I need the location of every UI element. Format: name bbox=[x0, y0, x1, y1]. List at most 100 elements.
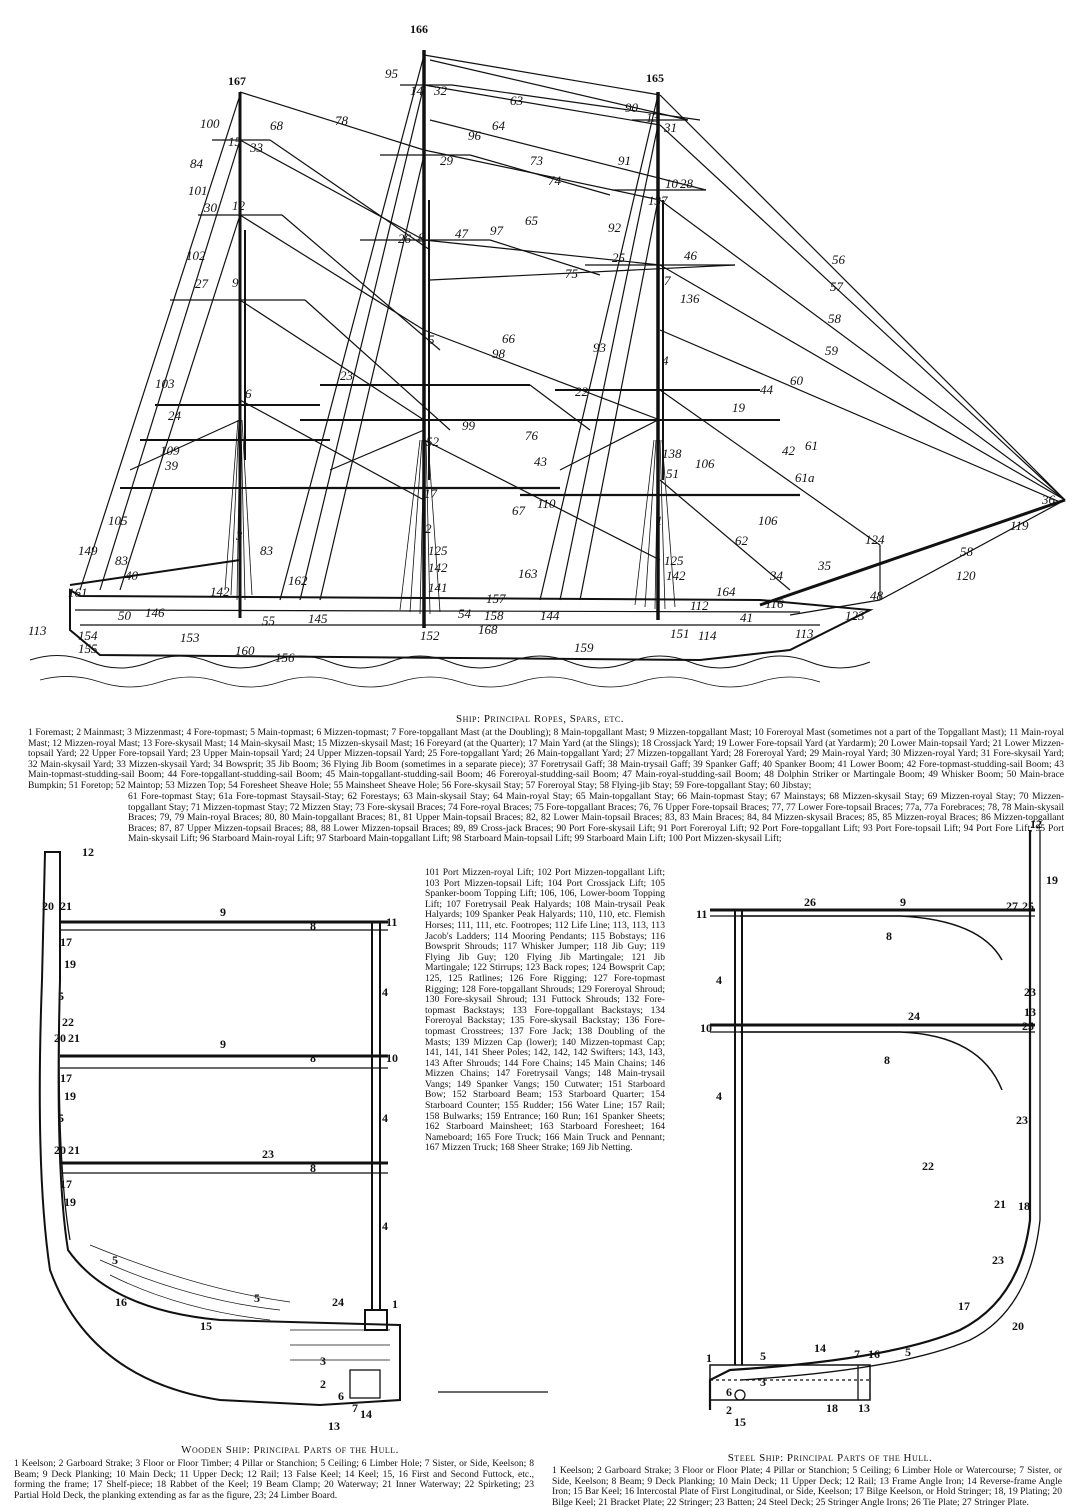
diagram-label: 21 bbox=[994, 1197, 1006, 1211]
label: 50 bbox=[118, 608, 132, 623]
label: 113 bbox=[795, 626, 814, 641]
label: 2 bbox=[425, 521, 432, 536]
diagram-label: 5 bbox=[254, 1291, 260, 1305]
diagram-label: 17 bbox=[958, 1299, 970, 1313]
label: 46 bbox=[684, 248, 698, 263]
label: 114 bbox=[698, 628, 717, 643]
label: 84 bbox=[190, 156, 204, 171]
label: 73 bbox=[530, 153, 544, 168]
diagram-label: 8 bbox=[886, 929, 892, 943]
diagram-label: 25 bbox=[1022, 1019, 1034, 1033]
label: 141 bbox=[428, 580, 448, 595]
diagram-label: 1 bbox=[706, 1351, 712, 1365]
label: 52 bbox=[426, 434, 440, 449]
diagram-label: 2 bbox=[726, 1403, 732, 1417]
diagram-label: 8 bbox=[310, 1161, 316, 1175]
label: 56 bbox=[832, 252, 846, 267]
label: 9 bbox=[232, 275, 239, 290]
ship-rigging-diagram: 167 166 165 100 68 15 33 84 101 30 12 10… bbox=[28, 22, 1066, 688]
label: 55 bbox=[262, 613, 276, 628]
label: 14 bbox=[410, 83, 424, 98]
label: 30 bbox=[203, 200, 218, 215]
diagram-label: 17 bbox=[60, 935, 72, 949]
diagram-label: 14 bbox=[814, 1341, 826, 1355]
label: 113 bbox=[28, 623, 47, 638]
label: 54 bbox=[458, 606, 472, 621]
diagram-label: 14 bbox=[360, 1407, 372, 1421]
label: 105 bbox=[108, 513, 128, 528]
label: 155 bbox=[78, 641, 98, 656]
label: 160 bbox=[235, 643, 255, 658]
diagram-label: 8 bbox=[310, 919, 316, 933]
water-line bbox=[29, 655, 871, 669]
label: 165 bbox=[646, 71, 664, 85]
label: 26 bbox=[398, 231, 412, 246]
label: 63 bbox=[510, 93, 524, 108]
diagram-label: 24 bbox=[332, 1295, 344, 1309]
label: 83 bbox=[260, 543, 274, 558]
label: 124 bbox=[865, 532, 885, 547]
diagram-label: 21 bbox=[68, 1031, 80, 1045]
label: 60 bbox=[790, 373, 804, 388]
label: 153 bbox=[180, 630, 200, 645]
label: 151 bbox=[670, 626, 690, 641]
diagram-label: 15 bbox=[734, 1415, 746, 1429]
label: 47 bbox=[455, 226, 469, 241]
label: 123 bbox=[845, 608, 865, 623]
diagram-label: 26 bbox=[804, 895, 816, 909]
diagram-label: 20 bbox=[54, 1031, 66, 1045]
label: 43 bbox=[534, 454, 548, 469]
label: 97 bbox=[490, 223, 504, 238]
label: 41 bbox=[740, 610, 753, 625]
label: 40 bbox=[125, 568, 139, 583]
label: 13 bbox=[646, 110, 660, 125]
label: 152 bbox=[420, 628, 440, 643]
label: 106 bbox=[758, 513, 778, 528]
diagram-label: 24 bbox=[908, 1009, 920, 1023]
diagram-label: 8 bbox=[310, 1051, 316, 1065]
diagram-label: 17 bbox=[60, 1071, 72, 1085]
label: 142 bbox=[666, 568, 686, 583]
label: 58 bbox=[960, 544, 974, 559]
label: 168 bbox=[478, 622, 498, 637]
label: 31 bbox=[663, 120, 677, 135]
diagram-label: 23 bbox=[1016, 1113, 1028, 1127]
label: 154 bbox=[78, 628, 98, 643]
label: 48 bbox=[870, 588, 884, 603]
label: 96 bbox=[468, 128, 482, 143]
diagram-label: 7 bbox=[854, 1347, 860, 1361]
diagram-label: 20 bbox=[1012, 1319, 1024, 1333]
label: 144 bbox=[540, 608, 560, 623]
steel-hull-legend: 1 Keelson; 2 Garboard Strake; 3 Floor or… bbox=[552, 1465, 1062, 1508]
label: 44 bbox=[760, 382, 774, 397]
label: 112 bbox=[690, 598, 709, 613]
wooden-hull-caption: Wooden Ship: Principal Parts of the Hull… bbox=[181, 1444, 399, 1456]
label: 59 bbox=[825, 343, 839, 358]
label: 61a bbox=[795, 470, 815, 485]
label: 92 bbox=[608, 220, 622, 235]
diagram-label: 19 bbox=[1046, 873, 1058, 887]
label: 68 bbox=[270, 118, 284, 133]
diagram-label: 17 bbox=[60, 1177, 72, 1191]
diagram-label: 12 bbox=[1030, 820, 1042, 831]
label: 157 bbox=[486, 591, 506, 606]
label: 51 bbox=[666, 466, 679, 481]
label: 137 bbox=[648, 193, 668, 208]
label: 19 bbox=[732, 400, 746, 415]
label: 90 bbox=[625, 100, 639, 115]
label: 76 bbox=[525, 428, 539, 443]
ship-legend: 1 Foremast; 2 Mainmast; 3 Mizzenmast; 4 … bbox=[28, 727, 1064, 791]
diagram-label: 4 bbox=[382, 1219, 388, 1233]
diagram-label: 23 bbox=[1024, 985, 1036, 999]
label: 109 bbox=[160, 443, 180, 458]
label: 78 bbox=[335, 113, 349, 128]
diagram-label: 4 bbox=[716, 1089, 722, 1103]
label: 98 bbox=[492, 346, 506, 361]
ship-caption: Ship: Principal Ropes, Spars, etc. bbox=[456, 713, 624, 725]
diagram-label: 27 bbox=[1006, 899, 1018, 913]
diagram-label: 23 bbox=[262, 1147, 274, 1161]
label: 119 bbox=[1010, 518, 1029, 533]
label: 95 bbox=[385, 66, 399, 81]
diagram-label: 19 bbox=[64, 957, 76, 971]
